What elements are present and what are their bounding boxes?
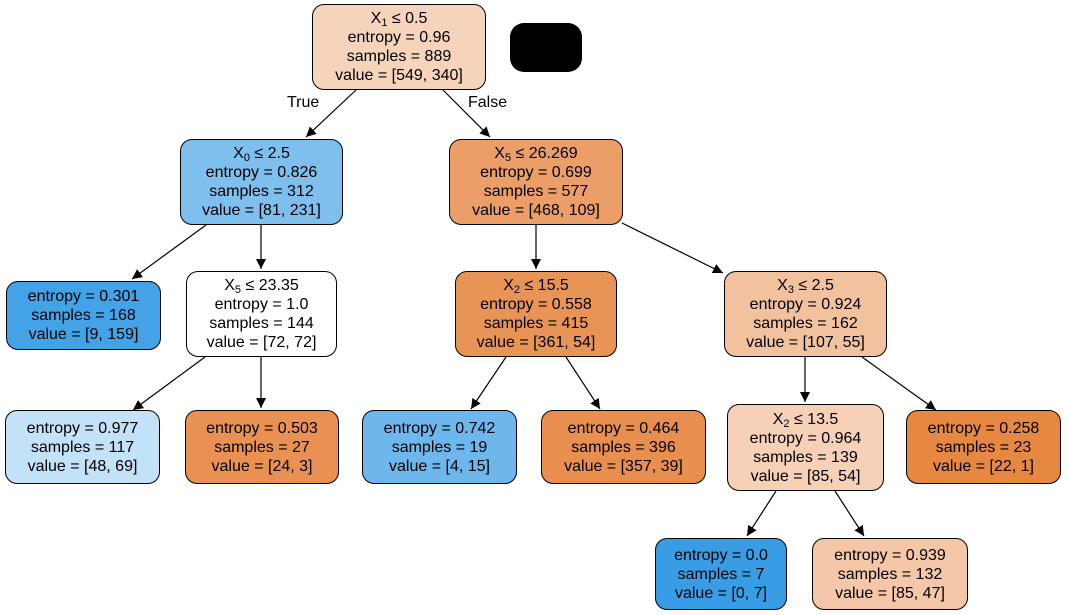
split-condition: X3 ≤ 2.5 bbox=[777, 277, 834, 296]
samples-text: samples = 162 bbox=[753, 315, 858, 332]
value-text: value = [85, 47] bbox=[835, 584, 945, 602]
entropy-text: entropy = 0.924 bbox=[749, 296, 862, 313]
split-condition: X0 ≤ 2.5 bbox=[233, 145, 290, 164]
entropy-text: entropy = 0.464 bbox=[567, 419, 680, 437]
entropy-text: entropy = 0.742 bbox=[383, 419, 496, 437]
edge-n6-l8 bbox=[834, 490, 865, 537]
entropy-text: entropy = 0.258 bbox=[927, 419, 1040, 437]
split-condition: X5 ≤ 26.269 bbox=[494, 145, 578, 164]
value-text: value = [81, 231] bbox=[202, 202, 321, 219]
entropy-text: entropy = 0.301 bbox=[27, 288, 140, 305]
tree-leaf-l1: entropy = 0.301 samples = 168 value = [9… bbox=[6, 281, 161, 350]
samples-text: samples = 132 bbox=[837, 565, 943, 583]
tree-leaf-l5: entropy = 0.464 samples = 396 value = [3… bbox=[541, 410, 706, 484]
samples-text: samples = 144 bbox=[209, 315, 314, 332]
edge-label-false: False bbox=[468, 94, 508, 111]
samples-text: samples = 7 bbox=[677, 565, 765, 583]
samples-text: samples = 139 bbox=[753, 448, 858, 466]
tree-node-n2: X5 ≤ 26.269 entropy = 0.699 samples = 57… bbox=[449, 139, 623, 225]
samples-text: samples = 117 bbox=[30, 438, 135, 456]
tree-node-n4: X2 ≤ 15.5 entropy = 0.558 samples = 415 … bbox=[455, 271, 617, 357]
entropy-text: entropy = 0.699 bbox=[480, 164, 592, 181]
edge-n6-l7 bbox=[746, 490, 777, 537]
tree-node-root: X1 ≤ 0.5 entropy = 0.96 samples = 889 va… bbox=[312, 4, 486, 90]
entropy-text: entropy = 0.503 bbox=[206, 419, 318, 437]
value-text: value = [4, 15] bbox=[389, 457, 490, 475]
tree-node-n3: X5 ≤ 23.35 entropy = 1.0 samples = 144 v… bbox=[186, 271, 337, 357]
value-text: value = [357, 39] bbox=[564, 457, 683, 475]
samples-text: samples = 889 bbox=[346, 48, 452, 65]
edge-n1-l1 bbox=[131, 224, 207, 280]
entropy-text: entropy = 0.977 bbox=[26, 419, 139, 437]
tree-node-n6: X2 ≤ 13.5 entropy = 0.964 samples = 139 … bbox=[727, 404, 884, 491]
edge-n5-l6 bbox=[861, 356, 937, 411]
split-condition: X2 ≤ 13.5 bbox=[772, 410, 839, 430]
edge-root-n2 bbox=[442, 89, 491, 138]
samples-text: samples = 23 bbox=[935, 438, 1032, 456]
value-text: value = [72, 72] bbox=[206, 334, 317, 351]
samples-text: samples = 396 bbox=[571, 438, 676, 456]
redaction-box bbox=[510, 23, 582, 72]
split-condition: X2 ≤ 15.5 bbox=[503, 277, 569, 296]
value-text: value = [107, 55] bbox=[746, 334, 865, 351]
value-text: value = [0, 7] bbox=[674, 584, 768, 602]
value-text: value = [24, 3] bbox=[211, 457, 313, 475]
tree-node-n1: X0 ≤ 2.5 entropy = 0.826 samples = 312 v… bbox=[180, 139, 343, 225]
entropy-text: entropy = 0.964 bbox=[749, 429, 862, 447]
value-text: value = [468, 109] bbox=[472, 202, 600, 219]
entropy-text: entropy = 0.939 bbox=[834, 546, 946, 564]
samples-text: samples = 27 bbox=[214, 438, 310, 456]
value-text: value = [48, 69] bbox=[27, 457, 138, 475]
edge-n2-n5 bbox=[621, 222, 724, 274]
value-text: value = [85, 54] bbox=[750, 467, 861, 485]
split-condition: X5 ≤ 23.35 bbox=[224, 277, 299, 296]
samples-text: samples = 577 bbox=[483, 183, 589, 200]
entropy-text: entropy = 0.0 bbox=[674, 546, 768, 564]
split-condition: X1 ≤ 0.5 bbox=[370, 10, 428, 29]
samples-text: samples = 312 bbox=[209, 183, 314, 200]
edge-n3-l2 bbox=[132, 356, 206, 411]
entropy-text: entropy = 0.96 bbox=[347, 29, 451, 46]
edge-n4-l4 bbox=[470, 356, 507, 410]
tree-leaf-l7: entropy = 0.0 samples = 7 value = [0, 7] bbox=[655, 538, 787, 610]
tree-node-n5: X3 ≤ 2.5 entropy = 0.924 samples = 162 v… bbox=[724, 271, 887, 357]
samples-text: samples = 168 bbox=[31, 307, 136, 324]
entropy-text: entropy = 0.826 bbox=[205, 164, 318, 181]
edge-label-true: True bbox=[287, 94, 320, 111]
value-text: value = [9, 159] bbox=[28, 326, 139, 343]
edge-root-n1 bbox=[305, 89, 357, 138]
entropy-text: entropy = 0.558 bbox=[480, 296, 592, 313]
value-text: value = [549, 340] bbox=[335, 67, 463, 84]
value-text: value = [22, 1] bbox=[933, 457, 1034, 475]
tree-leaf-l6: entropy = 0.258 samples = 23 value = [22… bbox=[906, 410, 1061, 484]
tree-leaf-l3: entropy = 0.503 samples = 27 value = [24… bbox=[185, 410, 339, 484]
tree-leaf-l8: entropy = 0.939 samples = 132 value = [8… bbox=[812, 538, 968, 610]
samples-text: samples = 415 bbox=[483, 315, 589, 332]
entropy-text: entropy = 1.0 bbox=[214, 296, 309, 313]
value-text: value = [361, 54] bbox=[476, 334, 596, 351]
samples-text: samples = 19 bbox=[391, 438, 488, 456]
edge-n4-l5 bbox=[565, 356, 601, 410]
tree-leaf-l4: entropy = 0.742 samples = 19 value = [4,… bbox=[362, 410, 517, 484]
tree-leaf-l2: entropy = 0.977 samples = 117 value = [4… bbox=[5, 410, 160, 484]
